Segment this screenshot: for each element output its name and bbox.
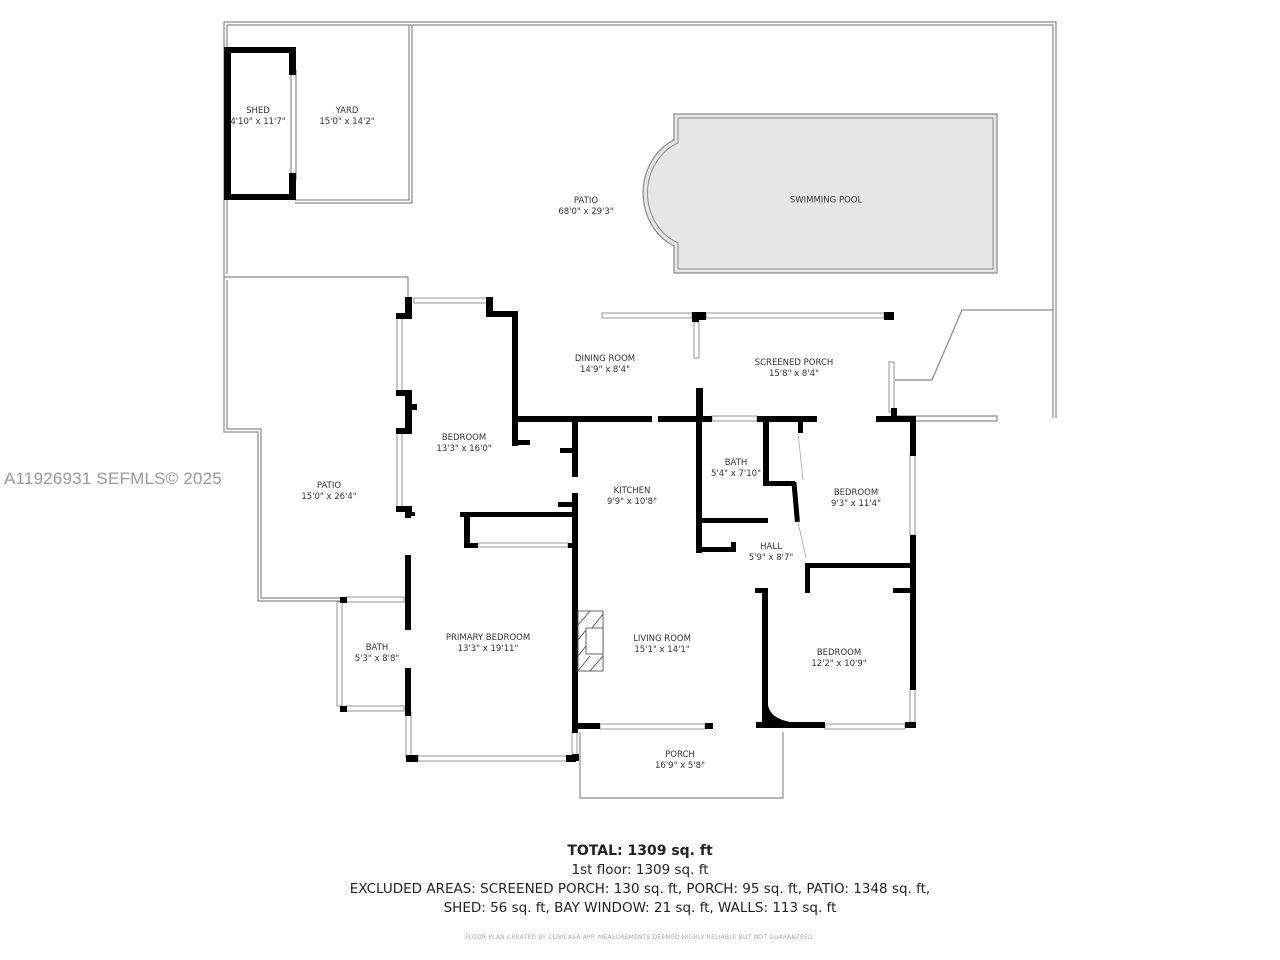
listing-watermark: A11926931 SEFMLS© 2025: [4, 469, 222, 488]
room-label-swimming-pool: SWIMMING POOL: [790, 196, 862, 207]
room-dimensions: 5'9" x 8'7": [748, 553, 794, 563]
area-summary: TOTAL: 1309 sq. ft 1st floor: 1309 sq. f…: [0, 842, 1280, 941]
room-dimensions: 5'3" x 8'8": [354, 654, 400, 664]
room-dimensions: 15'1" x 14'1": [634, 645, 690, 655]
room-name: HALL: [760, 542, 782, 552]
room-name: KITCHEN: [613, 486, 651, 496]
walls: [224, 47, 916, 762]
room-name: BATH: [724, 458, 748, 468]
room-name: PORCH: [665, 750, 695, 760]
disclaimer: FLOOR PLAN CREATED BY CUBICASA APP. MEAS…: [465, 934, 815, 941]
room-name: SHED: [246, 106, 270, 116]
room-name: BEDROOM: [816, 648, 862, 658]
room-name: BEDROOM: [833, 488, 879, 498]
room-dimensions: 16'9" x 5'8": [655, 761, 705, 771]
windows: [336, 297, 916, 762]
door-openings: [797, 432, 807, 559]
room-name: BATH: [365, 643, 389, 653]
room-name: SCREENED PORCH: [754, 358, 834, 368]
room-name: YARD: [335, 106, 359, 116]
room-name: LIVING ROOM: [633, 634, 691, 644]
room-name: PATIO: [316, 481, 342, 491]
room-dimensions: 12'2" x 10'9": [811, 659, 867, 669]
swimming-pool-shape: [642, 113, 998, 274]
room-dimensions: 9'9" x 10'8": [607, 497, 657, 507]
room-name: BEDROOM: [441, 433, 487, 443]
room-dimensions: 13'3" x 19'11": [457, 644, 519, 654]
excluded-areas-line-2: SHED: 56 sq. ft, BAY WINDOW: 21 sq. ft, …: [443, 900, 837, 916]
total-area: TOTAL: 1309 sq. ft: [567, 843, 713, 859]
room-dimensions: 68'0" x 29'3": [558, 207, 614, 217]
room-name: SWIMMING POOL: [789, 195, 863, 206]
room-dimensions: 14'9" x 8'4": [580, 365, 630, 375]
room-dimensions: 9'3" x 11'4": [831, 499, 881, 509]
room-dimensions: 15'0" x 14'2": [319, 117, 375, 127]
excluded-areas-line-1: EXCLUDED AREAS: SCREENED PORCH: 130 sq. …: [349, 881, 931, 897]
fireplace: [577, 610, 604, 672]
room-dimensions: 15'0" x 26'4": [301, 492, 357, 502]
room-dimensions: 5'4" x 7'10": [711, 469, 761, 479]
room-dimensions: 15'8" x 8'4": [769, 369, 819, 379]
room-name: PRIMARY BEDROOM: [445, 633, 531, 643]
room-name: PATIO: [573, 196, 599, 206]
room-dimensions: 13'3" x 16'0": [436, 444, 492, 454]
floor-area: 1st floor: 1309 sq. ft: [571, 862, 709, 878]
room-dimensions: 4'10" x 11'7": [230, 117, 286, 127]
room-name: DINING ROOM: [574, 354, 636, 364]
